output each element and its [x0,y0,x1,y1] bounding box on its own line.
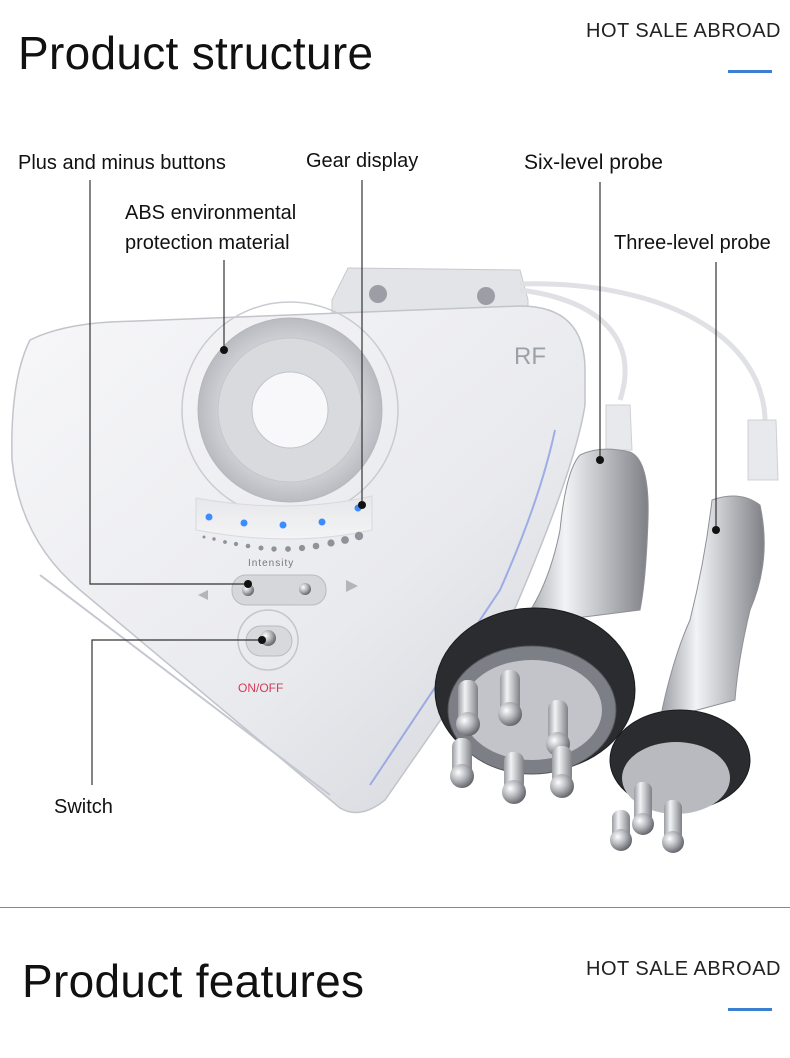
arrow-right-icon [346,580,358,592]
section-title: Product features [22,955,365,1007]
level-led [205,513,213,521]
callout-plus-minus: Plus and minus buttons [18,152,226,174]
callout-material-line1: ABS environmental [125,202,297,224]
section-divider [0,907,790,908]
probe-electrode [546,700,570,756]
probe-electrode [550,746,574,798]
cable [519,287,628,401]
hot-sale-tag: HOT SALE ABROAD [586,958,781,980]
probe-electrode [450,738,474,788]
probe-electrode [662,800,684,853]
tag-accent-bar [728,1008,772,1011]
probe-electrode [498,670,522,726]
probe-electrode [610,810,632,851]
page-title: Product structure [18,27,374,79]
cable [519,281,768,431]
callout-six-level: Six-level probe [524,151,663,174]
minus-button[interactable] [242,584,254,596]
level-led [240,519,248,527]
callout-switch: Switch [54,796,113,818]
power-label: ON/OFF [238,681,283,695]
callout-material-line2: protection material [125,232,290,254]
product-illustration: RF Intensity [11,180,779,853]
callout-gear-display: Gear display [306,150,419,172]
plus-button[interactable] [299,583,311,595]
gear-display: Intensity [195,495,373,569]
level-led [279,521,287,529]
callout-dots [220,346,720,644]
callout-lines [89,180,717,785]
hot-sale-tag: HOT SALE ABROAD [586,20,781,42]
arrow-left-icon [198,590,208,600]
rf-logo: RF [514,343,546,370]
probe-electrode [456,680,480,736]
plus-minus-buttons[interactable] [198,574,358,606]
tag-accent-bar [728,70,772,73]
level-led [318,518,326,526]
probe-electrode [632,782,654,835]
six-level-probe [434,404,649,804]
intensity-label: Intensity [248,558,294,569]
callout-three-level: Three-level probe [614,232,771,254]
three-level-probe [609,419,779,853]
probe-electrode [502,752,526,804]
